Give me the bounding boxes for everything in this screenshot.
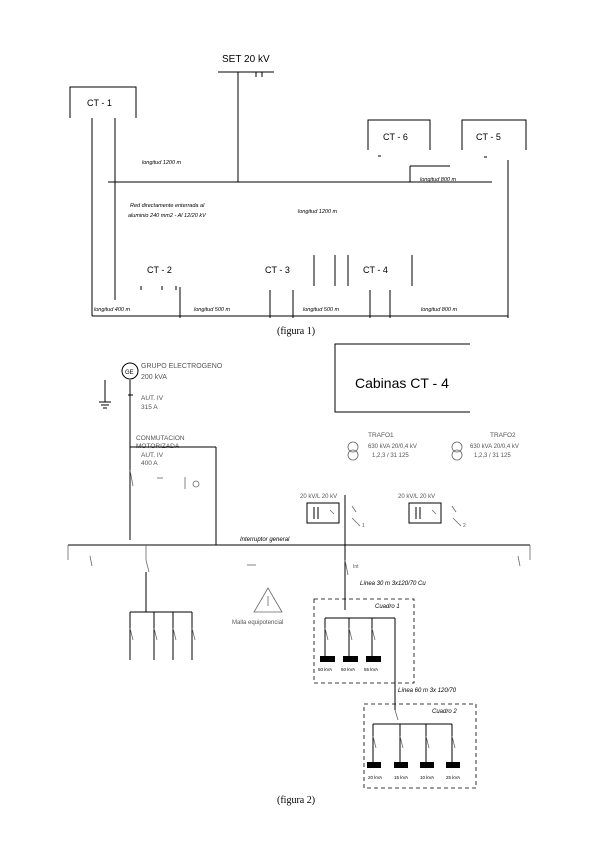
length-label-bottom-4: longitud 800 m <box>421 307 457 313</box>
load1-3-label: 55 kVA <box>364 667 378 672</box>
cell1-box <box>306 502 340 524</box>
commutation-label-1: CONMUTACION <box>136 435 185 442</box>
ct6-box <box>367 119 431 150</box>
length-label-bottom-2: longitud 500 m <box>194 307 230 313</box>
load2-1 <box>367 762 381 768</box>
cuadro2-box <box>363 703 477 789</box>
load1-1-label: 50 kVA <box>318 667 332 672</box>
trafo2-name: TRAFO2 <box>490 432 516 439</box>
trafo1-spec-1: 630 kVA 20/0,4 kV <box>368 444 417 450</box>
load1-1 <box>320 656 335 662</box>
cell2-label: 20 kV/L 20 kV <box>398 494 435 500</box>
generator-label-2: 200 kVA <box>141 374 167 381</box>
generator-icon <box>121 362 139 380</box>
length-label-ct6: longitud 800 m <box>420 177 456 183</box>
load2-4-label: 25 kVA <box>446 775 460 780</box>
trafo2-icon <box>451 441 463 453</box>
figure2-caption: (figura 2) <box>277 795 315 806</box>
load1-2-label: 60 kVA <box>341 667 355 672</box>
feeder2-label: Línea 60 m 3x 120/70 <box>398 688 457 694</box>
breaker-label-1: AUT. IV <box>141 395 164 402</box>
cuadro2-label: Cuadro 2 <box>432 709 457 715</box>
ct5-label: CT - 5 <box>476 132 501 142</box>
load1-2 <box>343 656 358 662</box>
trafo1-name: TRAFO1 <box>368 432 394 439</box>
equipotential-icon <box>253 587 283 613</box>
cable-description-2: aluminio 240 mm2 - Al 12/20 kV <box>128 213 207 219</box>
svg-text:GE: GE <box>125 370 134 376</box>
ct3-label: CT - 3 <box>265 265 290 275</box>
ct5-box <box>461 119 527 150</box>
title-label: Cabinas CT - 4 <box>355 375 449 391</box>
earth-label: Malla equipotencial <box>232 620 283 626</box>
main-breaker-label: Interruptor general <box>240 537 290 543</box>
trafo2-spec-2: 1,2,3 / 31 125 <box>474 453 511 459</box>
cuadro1-label: Cuadro 1 <box>375 604 400 610</box>
ct1-label: CT - 1 <box>87 98 112 108</box>
svg-text:1: 1 <box>362 523 365 529</box>
length-label-bottom-3: longitud 500 m <box>303 307 339 313</box>
ct6-label: CT - 6 <box>383 132 408 142</box>
load2-2 <box>394 762 408 768</box>
svg-text:2: 2 <box>463 523 466 529</box>
trafo1: TRAFO1 630 kVA 20/0,4 kV 1,2,3 / 31 125 <box>347 432 417 461</box>
cable-description-1: Red directamente enterrada al <box>130 203 205 209</box>
cuadro1-box <box>313 598 415 684</box>
trafo2: TRAFO2 630 kVA 20/0,4 kV 1,2,3 / 31 125 <box>451 432 519 461</box>
trafo1-spec-2: 1,2,3 / 31 125 <box>372 453 409 459</box>
svg-text:Int: Int <box>353 564 359 570</box>
length-label-middle: longitud 1200 m <box>298 209 338 215</box>
load2-4 <box>446 762 460 768</box>
length-label-ct1: longitud 1200 m <box>142 160 182 166</box>
generator-label-1: GRUPO ELECTROGENO <box>141 363 223 370</box>
cell2-box <box>408 502 442 524</box>
source-label: SET 20 kV <box>222 54 270 65</box>
feeder1-label: Línea 30 m 3x120/70 Cu <box>360 581 426 587</box>
length-label-bottom-1: longitud 400 m <box>94 307 130 313</box>
ct4-label: CT - 4 <box>363 265 388 275</box>
load2-2-label: 15 kVA <box>394 775 408 780</box>
earth-icon <box>99 380 111 409</box>
trafo1-icon <box>347 441 359 453</box>
ct2-label: CT - 2 <box>147 265 172 275</box>
load2-1-label: 20 kVA <box>368 775 382 780</box>
load2-3-label: 10 kVA <box>420 775 434 780</box>
trafo2-spec-1: 630 kVA 20/0,4 kV <box>470 444 519 450</box>
cell1-label: 20 kV/L 20 kV <box>300 494 337 500</box>
figure-1: SET 20 kV CT - 1 longitud 1200 m CT - 6 … <box>69 54 527 337</box>
title-box <box>334 343 470 413</box>
commutation-label-3: AUT. IV <box>141 452 164 459</box>
figure-2: Cabinas CT - 4 GE GRUPO ELECTROGENO 200 … <box>67 343 531 806</box>
figure1-caption: (figura 1) <box>277 326 315 337</box>
load1-3 <box>366 656 381 662</box>
ct1-box <box>69 86 137 118</box>
breaker-label-2: 315 A <box>141 404 158 411</box>
commutation-label-4: 400 A <box>141 460 158 467</box>
load2-3 <box>420 762 434 768</box>
